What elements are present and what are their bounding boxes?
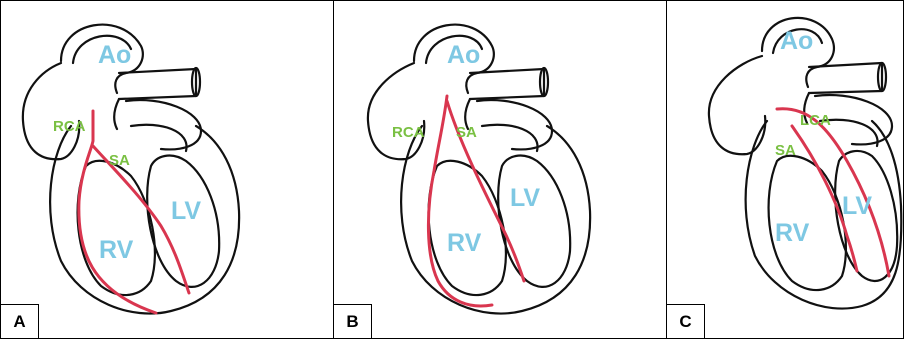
sa-label-b: SA xyxy=(456,125,477,140)
rv-label-c: RV xyxy=(775,221,809,246)
lca-label-c: LCA xyxy=(800,113,831,128)
ao-label-c: Ao xyxy=(780,29,813,54)
ao-label-a: Ao xyxy=(98,43,131,68)
heart-drawing-a xyxy=(1,1,301,338)
panel-letter-a: A xyxy=(1,304,39,338)
rca-label-a: RCA xyxy=(53,119,86,134)
panel-letter-c: C xyxy=(667,304,705,338)
lv-label-c: LV xyxy=(842,194,872,219)
rv-label-b: RV xyxy=(447,231,481,256)
rca-label-b: RCA xyxy=(392,125,425,140)
heart-drawing-b xyxy=(334,1,634,338)
panel-c: Ao LCA SA LV RV C xyxy=(667,1,903,338)
ao-label-b: Ao xyxy=(447,43,480,68)
artery-main-a xyxy=(79,111,156,313)
sa-label-a: SA xyxy=(109,153,130,168)
rv-label-a: RV xyxy=(99,238,133,263)
panel-b: Ao RCA SA LV RV B xyxy=(334,1,634,338)
panel-a: Ao RCA SA LV RV A xyxy=(1,1,301,338)
lv-label-a: LV xyxy=(171,199,201,224)
lv-label-b: LV xyxy=(510,186,540,211)
artery-main-c xyxy=(777,109,889,276)
sa-label-c: SA xyxy=(775,143,796,158)
panel-letter-b: B xyxy=(334,304,372,338)
